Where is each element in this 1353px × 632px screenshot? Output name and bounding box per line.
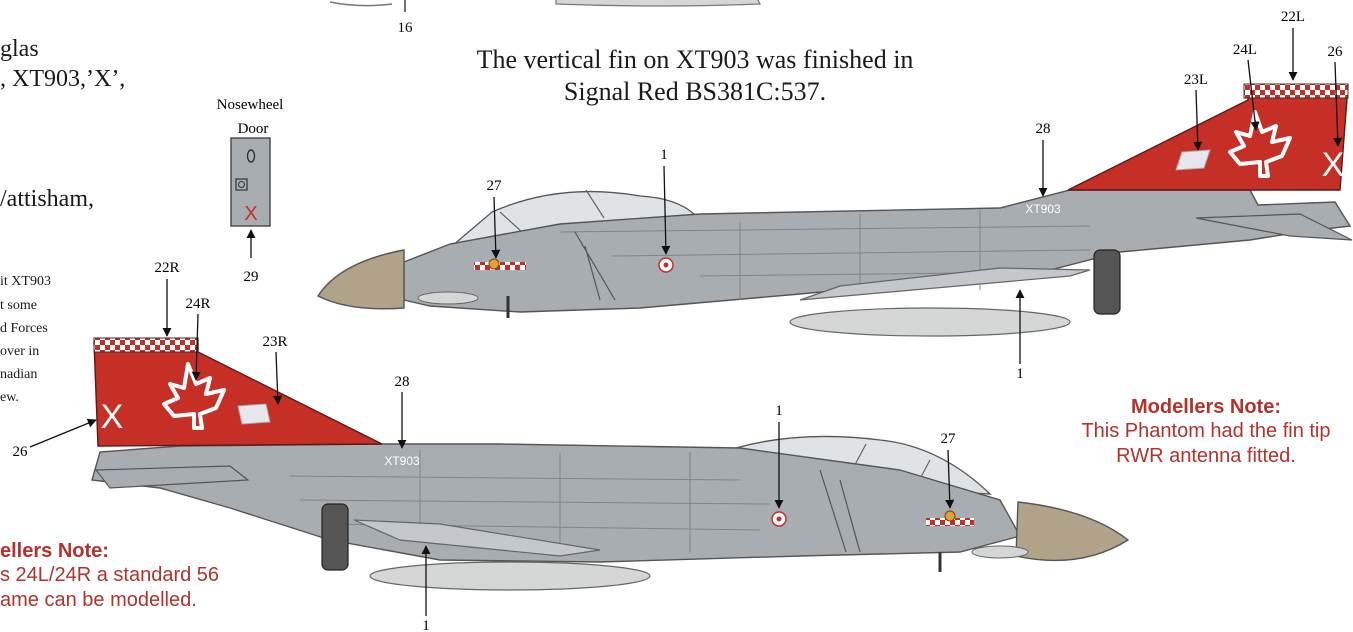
left-note-line: ew. (0, 390, 19, 405)
callout-24R: 24R (185, 296, 210, 312)
lower-main-wheel (321, 503, 349, 571)
left-note-line: t some (0, 298, 37, 313)
door-square-icon (235, 178, 248, 191)
top-partial-drawing: 16 (329, 0, 761, 36)
callout-22R: 22R (154, 260, 179, 276)
modellers-note-right: Modellers Note: This Phantom had the fin… (1046, 396, 1353, 469)
callout-23R: 23R (262, 334, 287, 350)
door-oval-icon (246, 149, 256, 163)
lower-serial: XT903 (384, 454, 420, 468)
modellers-note-right-line-1: This Phantom had the fin tip (1081, 420, 1331, 442)
callout-24L: 24L (1233, 42, 1257, 58)
modellers-note-left-line-1: s 24L/24R a standard 56 (0, 564, 220, 586)
upper-maple-leaf-icon (1228, 110, 1292, 178)
nosewheel-door-panel (230, 137, 271, 227)
callout-28-lower: 28 (395, 374, 410, 390)
lower-fin-checks (93, 337, 199, 353)
upper-fin-checks (1243, 83, 1349, 99)
upper-callouts: 22L 24L 26 23L 28 1 27 1 (487, 9, 1344, 382)
callout-1-lower-bottom: 1 (422, 618, 430, 632)
left-note-line: d Forces (0, 321, 48, 336)
upper-checkerboard-band (474, 262, 526, 270)
left-note-line: it XT903 (0, 274, 51, 289)
lower-checkerboard-band (926, 518, 974, 526)
callout-27-lower: 27 (941, 431, 957, 447)
left-title-line-2: , XT903,’X’, (0, 66, 126, 92)
nosewheel-label-1: Nosewheel (217, 97, 284, 113)
callout-1-lower-top: 1 (775, 403, 783, 419)
upper-red-fin (1067, 85, 1349, 191)
modellers-note-right-title: Modellers Note: (1130, 396, 1282, 418)
callout-29: 29 (244, 269, 259, 285)
fin-note-line-2: Signal Red BS381C:537. (563, 77, 827, 106)
upper-aircraft-profile: X XT903 (316, 83, 1353, 337)
modellers-note-left-line-2: ame can be modelled. (0, 589, 197, 611)
lower-red-fin (93, 339, 383, 447)
upper-external-tank (789, 307, 1071, 337)
callout-27-upper: 27 (487, 178, 503, 194)
left-note-line: over in (0, 344, 40, 359)
lower-callouts: 22R 24R 23R 26 28 1 27 1 (13, 260, 957, 632)
nosewheel-label-2: Door (238, 121, 269, 137)
nosewheel-marking-x: X (244, 203, 257, 225)
lower-radome (1015, 501, 1130, 562)
upper-serial: XT903 (1025, 202, 1061, 216)
callout-16: 16 (398, 20, 414, 36)
left-title-line-1: glas (0, 36, 39, 62)
lower-maple-leaf-icon (162, 362, 226, 430)
fin-note-line-1: The vertical fin on XT903 was finished i… (476, 45, 914, 74)
callout-1-upper-bottom: 1 (1016, 366, 1024, 382)
lower-fin-letter: X (101, 398, 124, 436)
callout-28: 28 (1036, 121, 1051, 137)
callout-26-lower: 26 (13, 444, 29, 460)
callout-23L: 23L (1184, 72, 1208, 88)
left-title-line-3: /attisham, (0, 186, 94, 212)
upper-main-wheel (1093, 249, 1121, 315)
modellers-note-left: ellers Note: s 24L/24R a standard 56 ame… (0, 540, 219, 613)
nosewheel-door-diagram: Nosewheel Door X 29 (217, 97, 284, 285)
callout-26: 26 (1328, 44, 1344, 60)
lower-aircraft-profile: X XT903 (91, 337, 1130, 591)
lower-external-tank (369, 561, 651, 591)
fin-colour-note: The vertical fin on XT903 was finished i… (440, 44, 950, 108)
callout-22L: 22L (1281, 9, 1305, 25)
modellers-note-right-line-2: RWR antenna fitted. (1116, 445, 1296, 467)
upper-radome (316, 249, 405, 310)
callout-1-upper-top: 1 (660, 147, 668, 163)
modellers-note-left-title: ellers Note: (0, 540, 109, 562)
upper-fin-letter: X (1322, 146, 1345, 184)
left-note-line: nadian (0, 367, 38, 382)
